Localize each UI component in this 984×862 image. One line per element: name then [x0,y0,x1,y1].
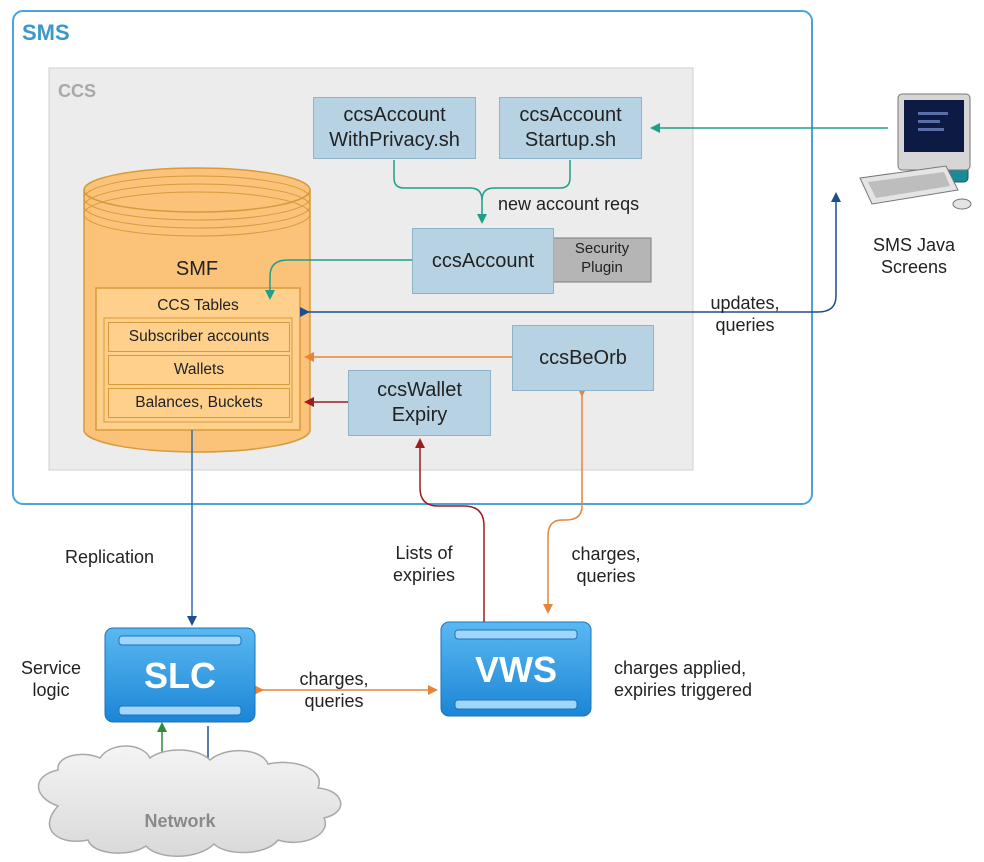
vws-server [440,621,592,717]
ccs-account-with-privacy-label: ccsAccount WithPrivacy.sh [329,104,460,151]
ccs-account-startup-label: ccsAccount Startup.sh [519,104,622,151]
ccs-tables-title: CCS Tables [157,297,239,314]
slc-server [104,627,256,723]
charges-queries-slc-label: charges, queries [299,669,369,711]
computer-terminal-icon [859,93,972,210]
connector-beorb-vws [543,387,587,614]
ccs-wallet-expiry-label: ccsWallet Expiry [377,379,462,426]
sms-java-screens-line2: Screens [880,257,948,277]
table-row-subscriber-accounts: Subscriber accounts [108,322,290,352]
ccs-account-label: ccsAccount [431,249,535,272]
connector-updates-queries [300,192,841,317]
service-logic-label: Service logic [20,658,82,700]
table-row-balances-buckets: Balances, Buckets [108,388,290,418]
slc-label: SLC [144,655,216,696]
connector-lists-of-expiries [415,438,485,624]
ccs-account-box: ccsAccount [412,228,554,294]
charges-queries-vws-label: charges, queries [571,544,641,586]
connector-account-to-tables [265,259,412,300]
sms-java-screens-label: SMS Java Screens [852,234,976,278]
vws-label: VWS [474,649,557,690]
updates-queries-label: updates, queries [710,293,780,335]
ccs-account-with-privacy-box: ccsAccount WithPrivacy.sh [313,97,476,159]
ccs-account-startup-box: ccsAccount Startup.sh [499,97,642,159]
ccs-beorb-box: ccsBeOrb [512,325,654,391]
new-account-reqs-label: new account reqs [498,194,640,214]
table-row-wallets: Wallets [108,355,290,385]
ccs-beorb-label: ccsBeOrb [539,346,627,369]
smf-title: SMF [175,258,219,280]
sms-java-screens-line1: SMS Java [872,235,956,255]
replication-label: Replication [65,547,155,567]
network-label: Network [144,811,216,831]
sms-title: SMS [22,20,70,45]
network-cloud [37,745,342,857]
ccs-title: CCS [58,81,97,101]
ccs-wallet-expiry-box: ccsWallet Expiry [348,370,491,436]
charges-applied-label: charges applied, expiries triggered [614,658,753,700]
security-plugin-label: Security Plugin [574,240,630,276]
lists-of-expiries-label: Lists of expiries [392,543,456,585]
